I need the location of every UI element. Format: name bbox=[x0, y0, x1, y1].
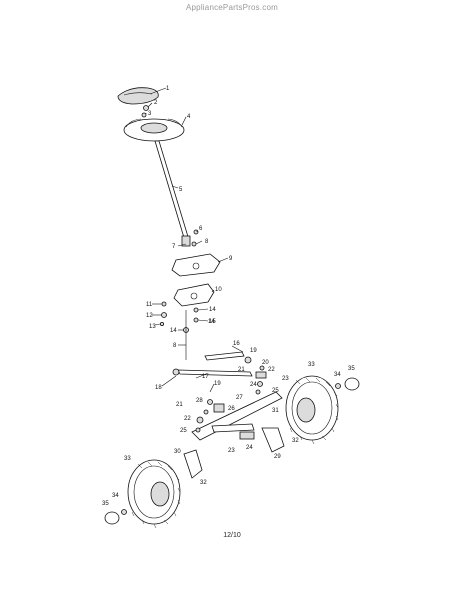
callout-14a: 14 bbox=[209, 307, 216, 313]
callout-11: 11 bbox=[146, 302, 153, 308]
right-wheel bbox=[285, 375, 339, 445]
callout-33b: 33 bbox=[124, 456, 131, 462]
callout-23a: 23 bbox=[282, 376, 289, 382]
callout-32b: 32 bbox=[200, 480, 207, 486]
callout-32a: 32 bbox=[292, 438, 299, 444]
callouts: 1 2 3 4 5 6 7 8 9 10 11 12 13 14 14 15 8… bbox=[102, 86, 355, 507]
left-wheel bbox=[127, 459, 181, 529]
part-15 bbox=[193, 317, 199, 323]
part-12 bbox=[161, 312, 167, 318]
callout-6: 6 bbox=[199, 226, 203, 232]
callout-16: 16 bbox=[233, 341, 240, 347]
callout-34b: 34 bbox=[112, 493, 119, 499]
watermark: AppliancePartsPros.com bbox=[186, 3, 278, 12]
part-14a bbox=[193, 307, 199, 313]
right-washer bbox=[335, 383, 341, 389]
steering-cap bbox=[117, 87, 159, 105]
callout-5: 5 bbox=[179, 187, 183, 193]
callout-1: 1 bbox=[166, 86, 170, 92]
steering-wheel bbox=[123, 118, 185, 142]
part-6-bolt bbox=[193, 229, 199, 235]
part-24-bolt bbox=[239, 431, 255, 440]
axle-pivot bbox=[211, 423, 255, 433]
callout-19b: 19 bbox=[214, 381, 221, 387]
part-19 bbox=[244, 356, 252, 364]
left-spindle bbox=[195, 399, 225, 433]
callout-35a: 35 bbox=[348, 366, 355, 372]
callout-23b: 23 bbox=[228, 448, 235, 454]
callout-17: 17 bbox=[202, 374, 209, 380]
callout-21a: 21 bbox=[238, 367, 245, 373]
callout-10: 10 bbox=[215, 287, 222, 293]
part-3-washer bbox=[141, 112, 147, 118]
callout-26: 26 bbox=[228, 406, 235, 412]
callout-14b: 14 bbox=[170, 328, 177, 334]
callout-24a: 24 bbox=[250, 382, 257, 388]
part-18-end bbox=[172, 368, 180, 376]
callout-19a: 19 bbox=[250, 348, 257, 354]
part-13 bbox=[159, 321, 164, 326]
steering-bracket-lower bbox=[173, 283, 215, 307]
callout-25b: 25 bbox=[180, 428, 187, 434]
left-hub-cap bbox=[104, 511, 120, 525]
callout-7: 7 bbox=[172, 244, 176, 250]
callout-8b: 8 bbox=[173, 343, 177, 349]
callout-9: 9 bbox=[229, 256, 233, 262]
callout-35b: 35 bbox=[102, 501, 109, 507]
callout-20: 20 bbox=[262, 360, 269, 366]
callout-12: 12 bbox=[146, 313, 153, 319]
part-11 bbox=[161, 301, 167, 307]
callout-33a: 33 bbox=[308, 362, 315, 368]
left-spindle-arm bbox=[183, 449, 203, 479]
right-spindle bbox=[255, 365, 267, 395]
callout-3: 3 bbox=[148, 111, 152, 117]
callout-18: 18 bbox=[155, 385, 162, 391]
callout-22a: 22 bbox=[268, 367, 275, 373]
drag-link bbox=[204, 351, 245, 361]
leader-lines bbox=[145, 87, 244, 393]
callout-28: 28 bbox=[196, 398, 203, 404]
callout-14c: 14 bbox=[208, 319, 215, 325]
callout-8: 8 bbox=[205, 239, 209, 245]
callout-4: 4 bbox=[187, 114, 191, 120]
callout-22b: 22 bbox=[184, 416, 191, 422]
callout-13: 13 bbox=[149, 324, 156, 330]
callout-25a: 25 bbox=[272, 388, 279, 394]
callout-2: 2 bbox=[154, 100, 158, 106]
part-2-nut bbox=[143, 105, 149, 111]
right-hub-cap bbox=[344, 377, 360, 391]
callout-27: 27 bbox=[236, 395, 243, 401]
left-washer bbox=[121, 509, 127, 515]
steering-shaft bbox=[154, 140, 191, 247]
callout-29: 29 bbox=[274, 454, 281, 460]
part-8-nut bbox=[191, 241, 197, 247]
callout-30: 30 bbox=[174, 449, 181, 455]
right-spindle-arm bbox=[261, 427, 285, 453]
callout-24b: 24 bbox=[246, 445, 253, 451]
steering-bracket-upper bbox=[171, 253, 221, 277]
callout-15: 15 bbox=[209, 319, 216, 325]
page-number: 12/10 bbox=[223, 532, 241, 539]
callout-31: 31 bbox=[272, 408, 279, 414]
callout-34a: 34 bbox=[334, 372, 341, 378]
callout-21b: 21 bbox=[176, 402, 183, 408]
